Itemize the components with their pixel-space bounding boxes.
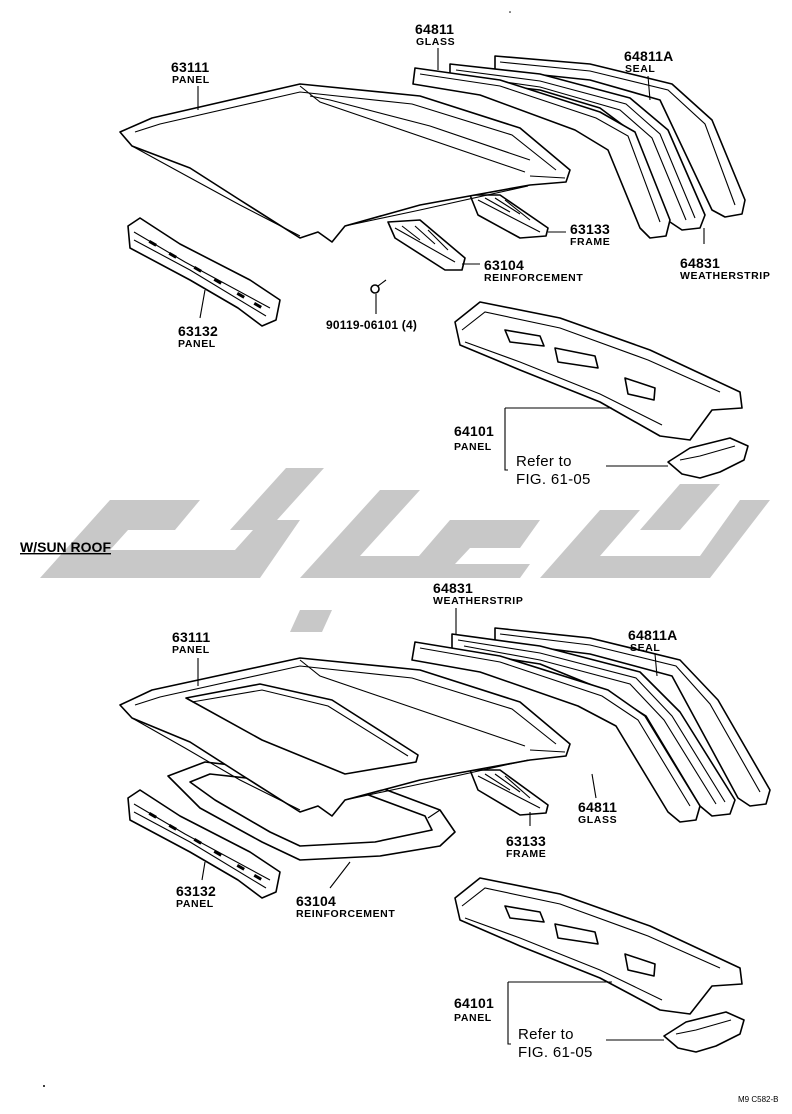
top-assembly: 63111 PANEL 64811 GLASS 64811A SEAL 6313… (119, 21, 770, 488)
bottom-glass-64811 (411, 641, 701, 823)
label-64831-name-b: WEATHERSTRIP (433, 595, 523, 607)
top-glass-64811 (412, 67, 671, 239)
label-63111-part-b: 63111 (172, 629, 210, 645)
top-roof-panel-63111 (119, 83, 571, 243)
bottom-frame-63133 (469, 769, 549, 816)
label-63132-name-b: PANEL (176, 898, 214, 910)
label-63133-name: FRAME (570, 236, 610, 248)
bottom-refer-line1: Refer to (518, 1026, 574, 1043)
label-64831-part-b: 64831 (433, 580, 473, 596)
figure-code: M9 C582-B (738, 1095, 778, 1104)
top-frame-63133 (469, 194, 549, 239)
label-63104-name-b: REINFORCEMENT (296, 908, 395, 920)
label-64831-name: WEATHERSTRIP (680, 270, 770, 282)
top-refer-line1: Refer to (516, 453, 572, 470)
label-64811a-name: SEAL (625, 63, 655, 75)
label-64101-part-b: 64101 (454, 995, 494, 1011)
label-63111-part: 63111 (171, 59, 209, 75)
label-bolt: 90119-06101 (4) (326, 318, 417, 332)
label-64101-part: 64101 (454, 423, 494, 439)
top-rear-panel-64101 (454, 301, 743, 441)
top-bolt-icon (370, 279, 387, 294)
label-64811-part-b: 64811 (578, 799, 617, 815)
top-reinforcement-63104 (387, 219, 466, 271)
label-64811a-part-b: 64811A (628, 627, 677, 643)
top-labels: 63111 PANEL 64811 GLASS 64811A SEAL 6313… (171, 21, 770, 488)
bottom-assembly: 64831 WEATHERSTRIP 63111 PANEL 64811A SE… (119, 580, 771, 1061)
bottom-seal-64811a (494, 627, 771, 807)
label-63104-name: REINFORCEMENT (484, 272, 583, 284)
scan-dot (43, 1085, 45, 1087)
label-63133-part-b: 63133 (506, 833, 546, 849)
label-63133-part: 63133 (570, 221, 610, 237)
label-63111-name: PANEL (172, 74, 210, 86)
label-64811a-name-b: SEAL (630, 642, 660, 654)
top-seal-64811a (494, 55, 746, 218)
label-63132-part-b: 63132 (176, 883, 216, 899)
top-front-panel-holes (148, 239, 262, 309)
label-63133-name-b: FRAME (506, 848, 546, 860)
bottom-labels: 64831 WEATHERSTRIP 63111 PANEL 64811A SE… (172, 580, 677, 1061)
section-title-sun-roof: W/SUN ROOF (20, 539, 111, 555)
top-front-panel-63132 (127, 217, 281, 327)
label-64101-name: PANEL (454, 441, 492, 453)
label-64811-name: GLASS (416, 36, 455, 48)
label-64811a-part: 64811A (624, 48, 673, 64)
scan-dot (509, 11, 511, 13)
label-63104-part-b: 63104 (296, 893, 336, 909)
label-64101-name-b: PANEL (454, 1012, 492, 1024)
label-64811-name-b: GLASS (578, 814, 617, 826)
bottom-refer-line2: FIG. 61-05 (518, 1044, 593, 1061)
top-leader-lines (197, 48, 705, 471)
label-63132-name: PANEL (178, 338, 216, 350)
label-64811-part: 64811 (415, 21, 454, 37)
bottom-leader-lines (197, 608, 664, 1045)
bottom-front-panel-holes (148, 811, 262, 881)
bottom-front-panel-63132 (127, 789, 281, 899)
label-63111-name-b: PANEL (172, 644, 210, 656)
label-63132-part: 63132 (178, 323, 218, 339)
label-64831-part: 64831 (680, 255, 720, 271)
watermark-logo (40, 468, 770, 632)
top-refer-line2: FIG. 61-05 (516, 471, 591, 488)
top-bracket (667, 437, 749, 479)
bottom-roof-panel-63111 (119, 657, 571, 817)
bottom-bracket (663, 1011, 745, 1053)
label-63104-part: 63104 (484, 257, 524, 273)
bottom-rear-panel-64101 (454, 877, 743, 1015)
